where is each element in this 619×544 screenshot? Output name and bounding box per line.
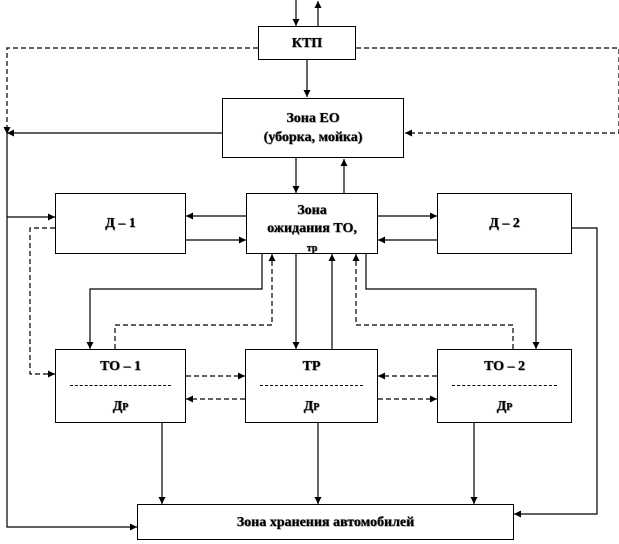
ktp-label: КТП [291, 36, 323, 51]
waiting-zone-line1: Зона [297, 203, 327, 218]
to1-title: ТО – 1 [99, 359, 142, 374]
d2-box: Д – 2 [437, 193, 572, 254]
tr-bottom-subscript: Р [313, 402, 320, 413]
d1-label: Д – 1 [105, 216, 136, 231]
dashed-to1-to-wait [114, 254, 276, 349]
d1-box: Д – 1 [55, 193, 186, 254]
to1-bottom: ДР [56, 398, 185, 416]
storage-zone-label: Зона хранения автомобилей [236, 515, 415, 530]
dashed-d1-to-to1 [29, 227, 55, 378]
to2-bottom: ДР [438, 398, 571, 416]
arrow-wait-to-to1 [86, 254, 263, 349]
to2-title: ТО – 2 [483, 359, 526, 374]
arrow-wait-to-to2 [365, 254, 540, 349]
tr-bottom: ДР [246, 398, 377, 416]
waiting-zone-box: Зона ожидания ТО, тр [246, 193, 378, 254]
dashed-ktp-to-left [3, 47, 258, 134]
dashed-to2-to-wait [352, 254, 514, 349]
tr-box: ТР ДР [245, 349, 378, 423]
to1-bottom-letter: Д [112, 399, 123, 414]
tr-bottom-letter: Д [303, 399, 314, 414]
to1-box: ТО – 1 ДР [55, 349, 186, 423]
eo-zone-title: Зона ЕО [286, 111, 340, 126]
storage-zone-box: Зона хранения автомобилей [137, 504, 514, 540]
waiting-zone-line3: тр [306, 243, 318, 254]
to2-bottom-subscript: Р [506, 402, 513, 413]
eo-zone-box: Зона ЕО (уборка, мойка) [222, 98, 404, 158]
to2-divider [452, 385, 557, 386]
d2-label: Д – 2 [489, 216, 520, 231]
eo-zone-subtitle: (уборка, мойка) [263, 130, 363, 145]
to1-divider [70, 385, 171, 386]
to2-box: ТО – 2 ДР [437, 349, 572, 423]
tr-divider [260, 385, 363, 386]
waiting-zone-line2: ожидания ТО, [267, 221, 357, 236]
to1-bottom-subscript: Р [122, 402, 129, 413]
tr-title: ТР [302, 359, 321, 374]
left-bus-to-storage [6, 133, 137, 531]
ktp-box: КТП [258, 26, 356, 60]
d2-to-storage [514, 227, 598, 518]
dashed-ktp-to-eo [356, 47, 619, 137]
to2-bottom-letter: Д [496, 399, 507, 414]
